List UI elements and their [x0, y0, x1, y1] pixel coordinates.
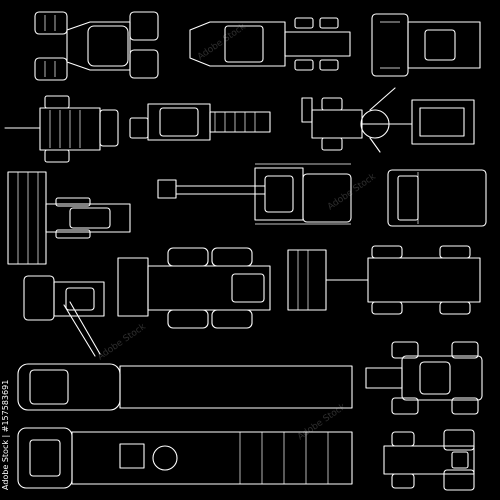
tanker-truck: [18, 364, 352, 410]
combine-harvester-with-header: [8, 172, 130, 264]
telehandler: [288, 246, 480, 314]
wheel-loader: [118, 248, 270, 328]
roller-compactor: [130, 104, 270, 140]
stock-id-strip: Adobe Stock | #157583691: [1, 380, 10, 490]
excavator-with-arm: [158, 164, 351, 224]
flatbed-tanker-trailer: [18, 428, 352, 488]
semi-truck-cab-top-view: [190, 18, 350, 70]
stock-id-text: Adobe Stock | #157583691: [1, 380, 10, 490]
skid-steer-with-crane-arm: [24, 276, 104, 356]
truck-front-top-view: [372, 14, 480, 76]
small-tractor: [384, 430, 474, 490]
compact-tractor: [366, 342, 482, 414]
tractor-with-trailer-hitch: [5, 96, 118, 162]
box-truck: [388, 170, 486, 226]
tractor-large-top-view: [35, 12, 158, 80]
backhoe-loader: [302, 88, 474, 152]
